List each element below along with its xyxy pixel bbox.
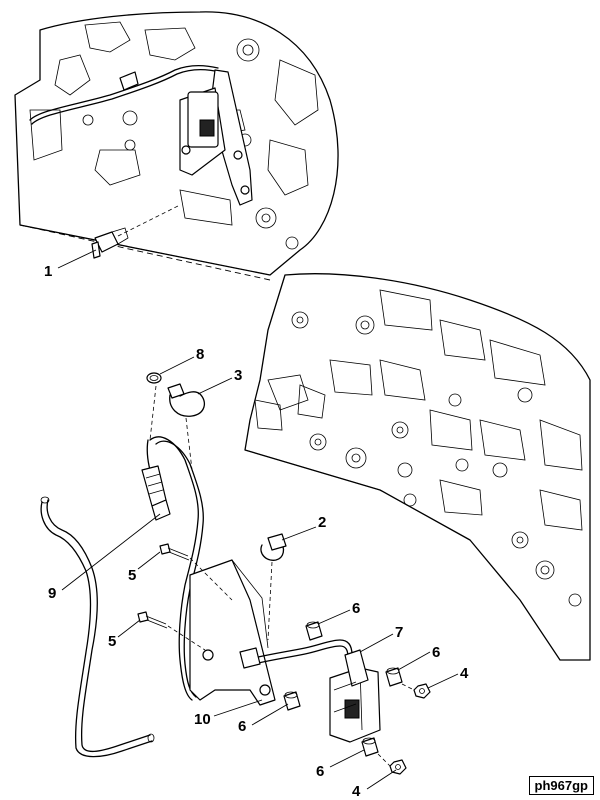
callout-labels: 1 2 3 4 4 5 5 6 6 6 6 7 8 9 10	[44, 263, 469, 800]
sensor-probe	[141, 439, 171, 521]
callout-5-upper: 5	[128, 567, 136, 584]
part-6-spacers	[283, 621, 403, 757]
part-8-ring	[146, 372, 162, 384]
figure-reference-code: ph967gp	[528, 776, 594, 795]
callout-10: 10	[194, 711, 211, 728]
part-7-module	[329, 649, 381, 743]
callout-5-lower: 5	[108, 633, 116, 650]
callout-3: 3	[234, 367, 242, 384]
part-9-pipe	[40, 496, 155, 758]
part-4-nuts	[389, 683, 431, 775]
callout-4-upper: 4	[460, 665, 469, 682]
callout-6-a: 6	[352, 600, 360, 617]
callout-1: 1	[44, 263, 52, 280]
part-3-clip	[167, 383, 206, 417]
leader-lines	[57, 249, 459, 790]
callout-4-lower: 4	[352, 783, 361, 800]
callout-8: 8	[196, 346, 204, 363]
engine-block	[244, 273, 591, 661]
part-2-clip	[260, 533, 287, 561]
callout-6-c: 6	[238, 718, 246, 735]
callout-2: 2	[318, 514, 326, 531]
callout-7: 7	[395, 624, 403, 641]
callout-9: 9	[48, 585, 56, 602]
callout-6-d: 6	[316, 763, 324, 780]
part-10-harness	[149, 436, 353, 706]
alignment-lines	[117, 204, 415, 767]
section-cut-line	[19, 224, 271, 281]
part-1-fitting	[91, 227, 129, 259]
callout-6-b: 6	[432, 644, 440, 661]
assembled-view-inset	[14, 11, 339, 276]
part-5-bolts	[137, 543, 190, 629]
